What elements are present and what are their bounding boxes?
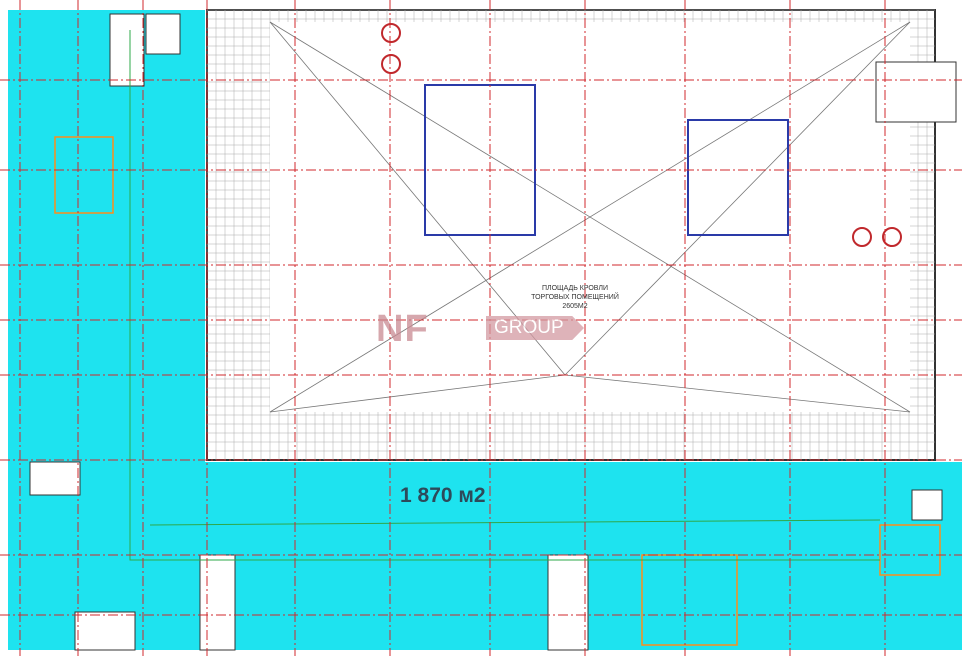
left-wing-area [8, 10, 205, 462]
logo-group: GROUP [486, 316, 584, 340]
roof-label-line-1: ПЛОЩАДЬ КРОВЛИ [541, 285, 609, 292]
roof-label-line-3: 2605М2 [562, 303, 588, 310]
roof-label-line-2: ТОРГОВЫХ ПОМЕЩЕНИЙ [531, 294, 619, 301]
roof-area-label: ПЛОЩАДЬ КРОВЛИ ТОРГОВЫХ ПОМЕЩЕНИЙ 2605М2 [520, 284, 630, 311]
watermark-logo: NF GROUP [376, 308, 586, 350]
area-label: 1 870 м2 [400, 484, 486, 507]
corridor-lines [129, 30, 881, 561]
fan-icons [381, 23, 902, 247]
logo-nf: NF [376, 308, 429, 350]
south-wing-area [8, 462, 962, 650]
stairwells [29, 13, 957, 651]
